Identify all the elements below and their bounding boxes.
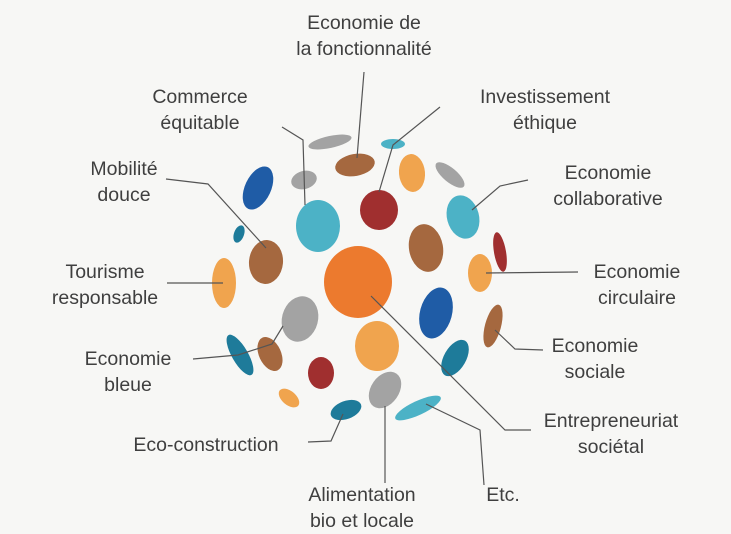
connector-line-9: [192, 325, 284, 360]
connector-line-13: [425, 403, 485, 486]
bubble-teal-bottom: [395, 395, 441, 421]
connector-line-11: [307, 413, 344, 443]
bubble-bleue: [226, 334, 254, 376]
label-eco-construction: Eco-construction: [133, 434, 279, 456]
bubble-sociale: [483, 304, 503, 348]
connectors-group: [165, 71, 579, 486]
connector-line-5: [471, 179, 529, 211]
bubble-construction: [330, 399, 362, 421]
bubble-grey-center: [281, 296, 319, 342]
label-etc: Etc.: [486, 484, 520, 506]
bubble-dark-blue-right: [419, 287, 453, 339]
bubble-orange-upper: [398, 154, 426, 192]
bubble-collaborative: [446, 195, 480, 239]
connector-line-3: [378, 106, 441, 193]
bubble-grey-right: [435, 162, 465, 188]
bubble-entrepreneuriat: [441, 339, 469, 377]
connector-line-2: [281, 126, 306, 206]
bubble-mobilite: [248, 240, 284, 284]
bubble-tourisme: [212, 258, 236, 308]
bubble-commerce: [296, 200, 340, 252]
bubble-orange-lower: [355, 321, 399, 371]
bubble-investissement: [360, 190, 398, 230]
bubble-alimentation: [368, 371, 402, 409]
bubble-red-lower: [308, 357, 334, 389]
bubble-fonctionnalite: [335, 153, 375, 177]
connector-line-1: [356, 71, 365, 159]
connector-line-7: [485, 271, 579, 274]
bubble-circulaire: [468, 254, 492, 292]
bubble-brown-mid: [408, 224, 444, 272]
bubble-red-edge: [493, 232, 507, 272]
bubble-brown-lower: [257, 337, 283, 371]
bubbles-group: [212, 134, 507, 421]
bubble-dark-blue-left: [242, 166, 274, 210]
bubble-top-teal: [381, 139, 405, 149]
bubble-top-grey: [308, 134, 352, 150]
bubble-mobilite-small: [233, 225, 245, 243]
connector-line-8: [494, 329, 544, 351]
bubble-orange-small: [278, 388, 300, 408]
connector-line-4: [165, 178, 267, 249]
connector-line-10: [370, 295, 531, 431]
